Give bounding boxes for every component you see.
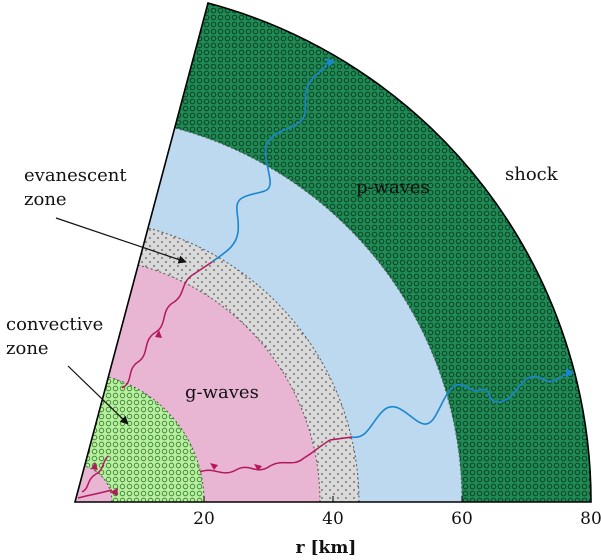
x-axis: 20 40 60 80: [193, 496, 601, 529]
convective-zone-pattern: [75, 377, 205, 502]
g-wave-path-core-return: [77, 489, 113, 499]
p-waves-label: p-waves: [356, 177, 430, 198]
boundary-convective-core: [83, 465, 113, 503]
convective-pointer-arrow: [67, 365, 129, 425]
g-wave-arrow-2: [254, 464, 262, 471]
g-wave-path-core: [81, 455, 109, 493]
evanescent-label-line1: evanescent: [24, 165, 127, 186]
evanescent-pointer-arrow: [55, 217, 187, 264]
shock-label: shock: [505, 164, 559, 185]
x-tick-label-40: 40: [322, 509, 344, 529]
g-wave-arrow-3: [155, 330, 162, 338]
x-axis-title: r [km]: [296, 538, 357, 558]
p-wave-arrow-1: [566, 368, 574, 377]
g-wave-path-diagonal: [121, 261, 213, 389]
boundary-p-evanescent: [147, 227, 360, 503]
convective-label-line2: zone: [6, 338, 49, 359]
boundary-p-shock: [174, 127, 463, 503]
boundary-evanescent-g: [137, 264, 321, 503]
g-wave-arrow-4: [91, 462, 98, 470]
p-wave-path-horizontal: [351, 373, 571, 438]
g-waves-label: g-waves: [185, 382, 259, 403]
p-wave-arrow-2: [326, 58, 335, 67]
g-wave-arrow-1: [210, 463, 218, 470]
p-wave-path-vertical: [211, 61, 331, 263]
x-tick-label-20: 20: [193, 509, 215, 529]
evanescent-label-line2: zone: [24, 189, 67, 210]
convective-label-line1: convective: [6, 314, 103, 335]
wedge-outline: [73, 2, 592, 503]
g-wave-arrow-5: [110, 488, 118, 496]
x-tick-label-60: 60: [451, 509, 473, 529]
x-tick-label-80: 80: [580, 509, 601, 529]
g-wave-path-radial: [199, 436, 353, 474]
